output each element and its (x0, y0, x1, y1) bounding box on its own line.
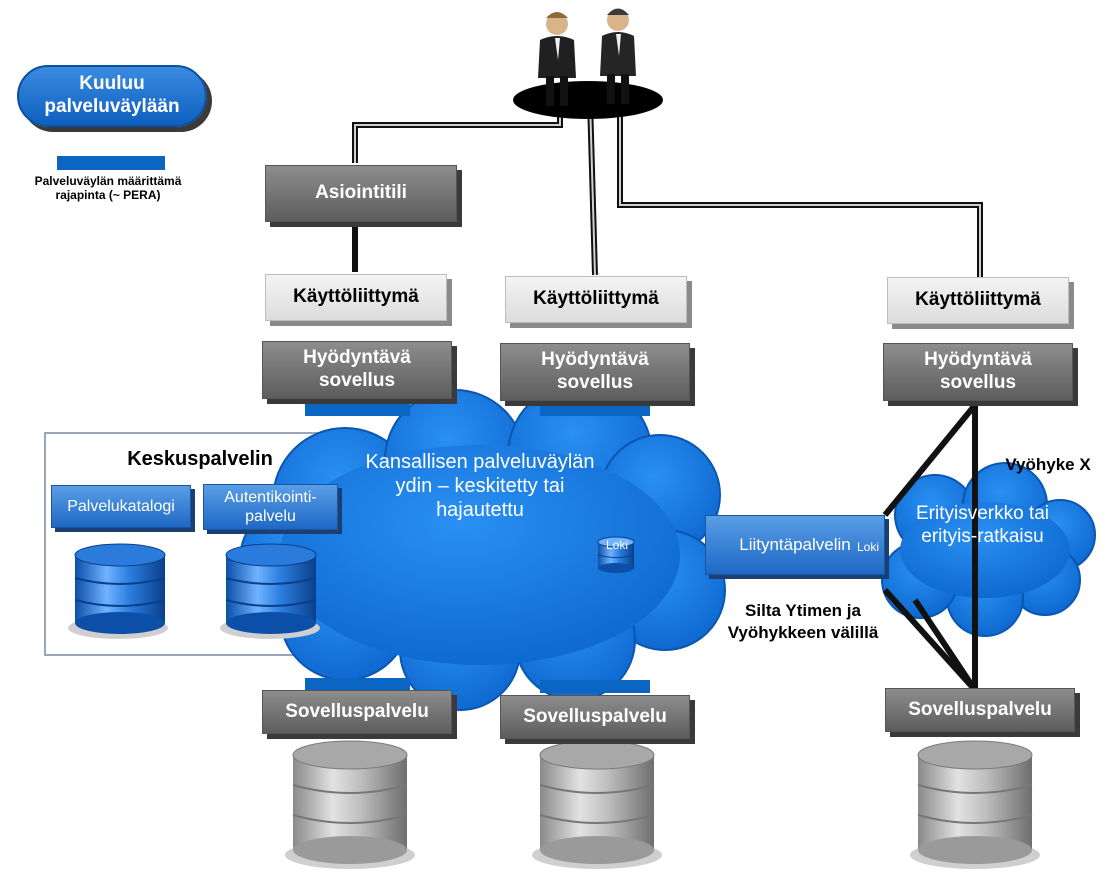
keskuspalvelin-title: Keskuspalvelin (127, 448, 273, 470)
database-icon (910, 740, 1040, 869)
kayttoliittyma-label: Käyttöliittymä (293, 286, 419, 308)
kayttoliittyma-right-box: Käyttöliittymä (887, 277, 1069, 324)
kayttoliittyma-left-box: Käyttöliittymä (265, 274, 447, 321)
kayttoliittyma-label: Käyttöliittymä (915, 289, 1041, 311)
sovelluspalvelu-label: Sovelluspalvelu (523, 705, 667, 727)
legend-pill: Kuuluu palveluväylään (17, 65, 207, 127)
silta-label: Silta Ytimen ja Vyöhykkeen välillä (727, 601, 879, 643)
kayttoliittyma-mid-box: Käyttöliittymä (505, 276, 687, 323)
hyodyntava-label: Hyödyntävä sovellus (541, 349, 649, 393)
sovelluspalvelu-right-box: Sovelluspalvelu (885, 688, 1075, 732)
kayttoliittyma-label: Käyttöliittymä (533, 288, 659, 310)
database-icon (68, 543, 168, 639)
core-cloud-text: Kansallisen palveluväylän ydin – keskite… (365, 451, 595, 521)
vyohyke-label: Vyöhyke X (1005, 455, 1091, 474)
database-icon (532, 740, 662, 869)
legend-pill-label: Kuuluu palveluväylään (44, 73, 180, 117)
palvelukatalogi-label: Palvelukatalogi (67, 497, 175, 515)
hyodyntava-label: Hyödyntävä sovellus (303, 347, 411, 391)
hyodyntava-mid-box: Hyödyntävä sovellus (500, 343, 690, 401)
person-icon (538, 12, 576, 106)
sovelluspalvelu-label: Sovelluspalvelu (285, 700, 429, 722)
autentikointi-box: Autentikointi-palvelu (203, 484, 338, 530)
liityntapalvelin-label: Liityntäpalvelin (739, 534, 851, 554)
zone-cloud-text: Erityisverkko tai erityis-ratkaisu (915, 503, 1050, 547)
interface-bars (57, 156, 650, 693)
zone-connection-lines (882, 403, 978, 693)
asiointitili-label: Asiointitili (315, 182, 407, 204)
core-cloud (239, 382, 726, 711)
database-icon (220, 543, 320, 639)
legend-interface-label: Palveluväylän määrittämä rajapinta (~ PE… (34, 174, 182, 203)
database-icon (285, 740, 415, 869)
palvelukatalogi-box: Palvelukatalogi (51, 485, 191, 528)
sovelluspalvelu-left-box: Sovelluspalvelu (262, 690, 452, 734)
liityntapalvelin-box: Liityntäpalvelin (705, 515, 885, 575)
hyodyntava-left-box: Hyödyntävä sovellus (262, 341, 452, 399)
sovelluspalvelu-mid-box: Sovelluspalvelu (500, 695, 690, 739)
log-database-icon (597, 536, 635, 573)
autentikointi-label: Autentikointi-palvelu (224, 488, 317, 525)
hyodyntava-right-box: Hyödyntävä sovellus (883, 343, 1073, 401)
asiointitili-box: Asiointitili (265, 165, 457, 222)
sovelluspalvelu-label: Sovelluspalvelu (908, 698, 1052, 720)
loki-bridge-label: Loki (856, 540, 879, 554)
person-icon (600, 8, 636, 104)
hyodyntava-label: Hyödyntävä sovellus (924, 349, 1032, 393)
users-platform (513, 81, 663, 119)
loki-core-label: Loki (605, 538, 628, 552)
zone-cloud (881, 462, 1096, 637)
